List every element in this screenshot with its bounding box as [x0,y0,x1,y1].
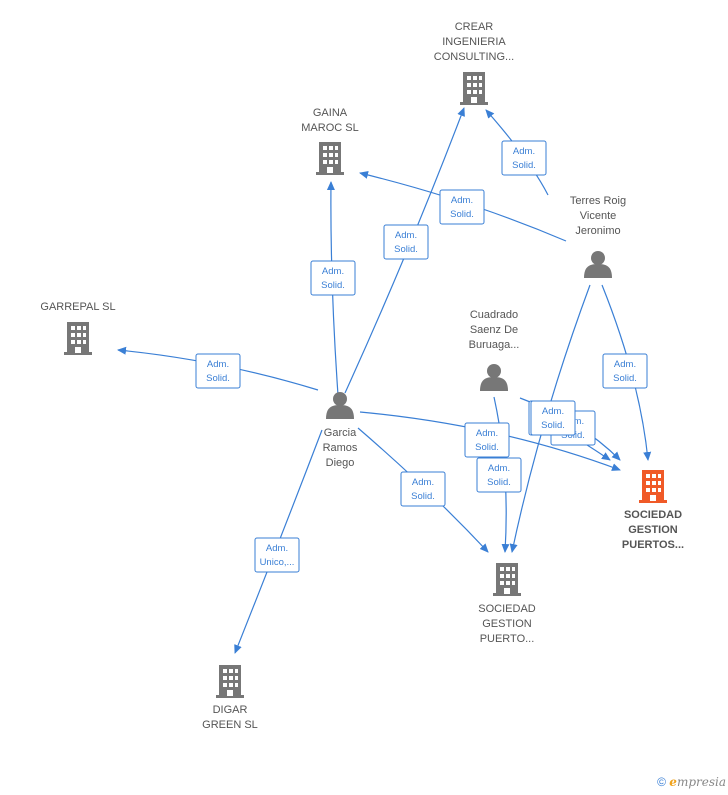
node-label: PUERTOS... [622,539,684,551]
node-label: GARREPAL SL [40,301,115,313]
edge-label-text: Adm. [476,428,498,439]
edge-label-e8[interactable]: Adm. Solid. [476,457,522,493]
edge-label-text: Solid. [475,442,499,453]
building-icon [64,322,92,355]
edge-label-text: Solid. [321,280,345,291]
edge-label-box [383,224,429,260]
edge-label-text: Adm. [395,230,417,241]
edge-label-text: Unico,... [260,557,295,568]
edge-label-text: Adm. [451,195,473,206]
node-crear[interactable]: CREAR INGENIERIA CONSULTING... [434,21,514,105]
node-label: DIGAR [213,704,248,716]
edge-label-box [501,140,547,176]
node-sgp_focus[interactable]: SOCIEDAD GESTION PUERTOS... [622,470,684,551]
person-icon [480,364,508,391]
edge-label-box [476,457,522,493]
edge-label-text: Adm. [513,146,535,157]
node-label: CREAR [455,21,494,33]
edge-label-text: Solid. [450,209,474,220]
node-label: GAINA [313,107,348,119]
node-label: Diego [326,457,355,469]
node-garrepal[interactable]: GARREPAL SL [40,301,116,355]
node-label: GESTION [482,618,532,630]
edge-label-box [530,400,576,436]
node-label: Buruaga... [469,339,520,351]
edge-label-text: Solid. [487,477,511,488]
edge-label-e6[interactable]: Adm. Solid. [464,422,510,458]
edge-label-e3[interactable]: Adm. Solid. [310,260,356,296]
node-label: Garcia [324,427,357,439]
node-label: Saenz De [470,324,518,336]
edge-label-e9[interactable]: Adm. Unico,... [254,537,300,573]
node-label: Terres Roig [570,195,626,207]
nodes-layer: CREAR INGENIERIA CONSULTING... GAINA MAROC S… [40,21,684,731]
node-label: PUERTO... [480,633,535,645]
node-sgp2[interactable]: SOCIEDAD GESTION PUERTO... [478,563,536,645]
person-icon [584,251,612,278]
node-label: SOCIEDAD [624,509,682,521]
footer-brand[interactable]: © empresia [657,775,726,789]
node-label: SOCIEDAD [478,603,536,615]
edge-label-box [310,260,356,296]
building-icon [639,470,667,503]
node-label: CONSULTING... [434,51,514,63]
edge-label-e2[interactable]: Adm. Solid. [439,189,485,225]
edge-label-text: Solid. [206,373,230,384]
edge-label-text: Adm. [266,543,288,554]
edge-label-text: Adm. [322,266,344,277]
edge-label-text: Solid. [394,244,418,255]
edge-label-text: Adm. [488,463,510,474]
edge-label-box [602,353,648,389]
edge-label-box [400,471,446,507]
edge-label-box [195,353,241,389]
person-icon [326,392,354,419]
edge-label-text: Solid. [541,420,565,431]
node-label: Ramos [323,442,358,454]
edge-label-e5[interactable]: Adm. Solid. [195,353,241,389]
edge-label-e7[interactable]: Adm. Solid. [400,471,446,507]
edge-label-text: Adm. [614,359,636,370]
node-gaina[interactable]: GAINA MAROC SL [301,107,359,175]
edge-label-box [464,422,510,458]
edge-label-text: Adm. [412,477,434,488]
building-icon [493,563,521,596]
edge-label-text: Solid. [613,373,637,384]
edge-labels-layer: Adm. Solid. Adm. Solid. Adm. Solid. Adm. Solid.… [195,140,648,573]
building-icon [316,142,344,175]
edge-label-box [254,537,300,573]
edge-label-box [439,189,485,225]
edge-label-e13[interactable]: Adm. Solid. [530,400,576,436]
copyright-symbol: © [657,775,666,789]
empresia-logo: empresia [669,775,726,789]
node-label: MAROC SL [301,122,358,134]
edge-label-e4[interactable]: Adm. Solid. [383,224,429,260]
node-label: GESTION [628,524,678,536]
node-label: GREEN SL [202,719,258,731]
node-digar[interactable]: DIGAR GREEN SL [202,665,258,731]
edge-label-text: Solid. [512,160,536,171]
node-label: INGENIERIA [442,36,506,48]
edge-label-e11[interactable]: Adm. Solid. [602,353,648,389]
node-label: Cuadrado [470,309,518,321]
node-label: Vicente [580,210,617,222]
edge-label-text: Solid. [411,491,435,502]
building-icon [460,72,488,105]
edge-label-e1[interactable]: Adm. Solid. [501,140,547,176]
edge-label-text: Adm. [207,359,229,370]
edge-label-text: Adm. [542,406,564,417]
node-label: Jeronimo [575,225,620,237]
building-icon [216,665,244,698]
